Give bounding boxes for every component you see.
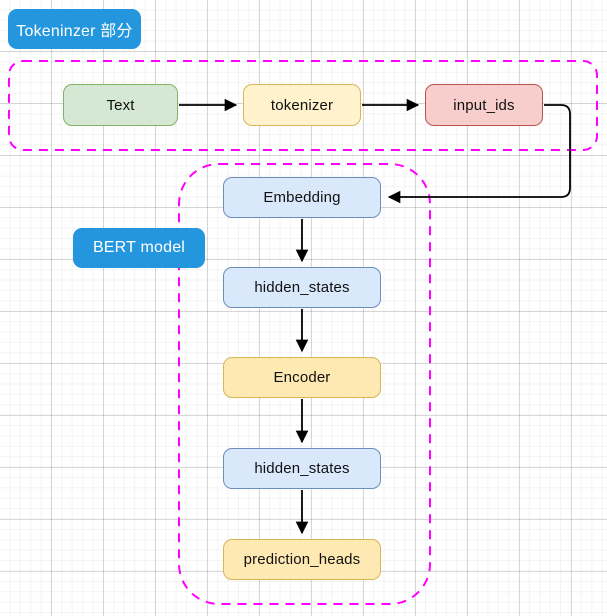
node-encoder[interactable]: Encoder — [223, 357, 381, 398]
node-hidden-states-2[interactable]: hidden_states — [223, 448, 381, 489]
node-input-ids[interactable]: input_ids — [425, 84, 543, 126]
group-label-tokenizer[interactable]: Tokeninzer 部分 — [8, 9, 141, 49]
node-hidden-states-1[interactable]: hidden_states — [223, 267, 381, 308]
node-prediction-heads[interactable]: prediction_heads — [223, 539, 381, 580]
node-text[interactable]: Text — [63, 84, 178, 126]
group-label-bert-model[interactable]: BERT model — [73, 228, 205, 268]
node-tokenizer[interactable]: tokenizer — [243, 84, 361, 126]
node-embedding[interactable]: Embedding — [223, 177, 381, 218]
